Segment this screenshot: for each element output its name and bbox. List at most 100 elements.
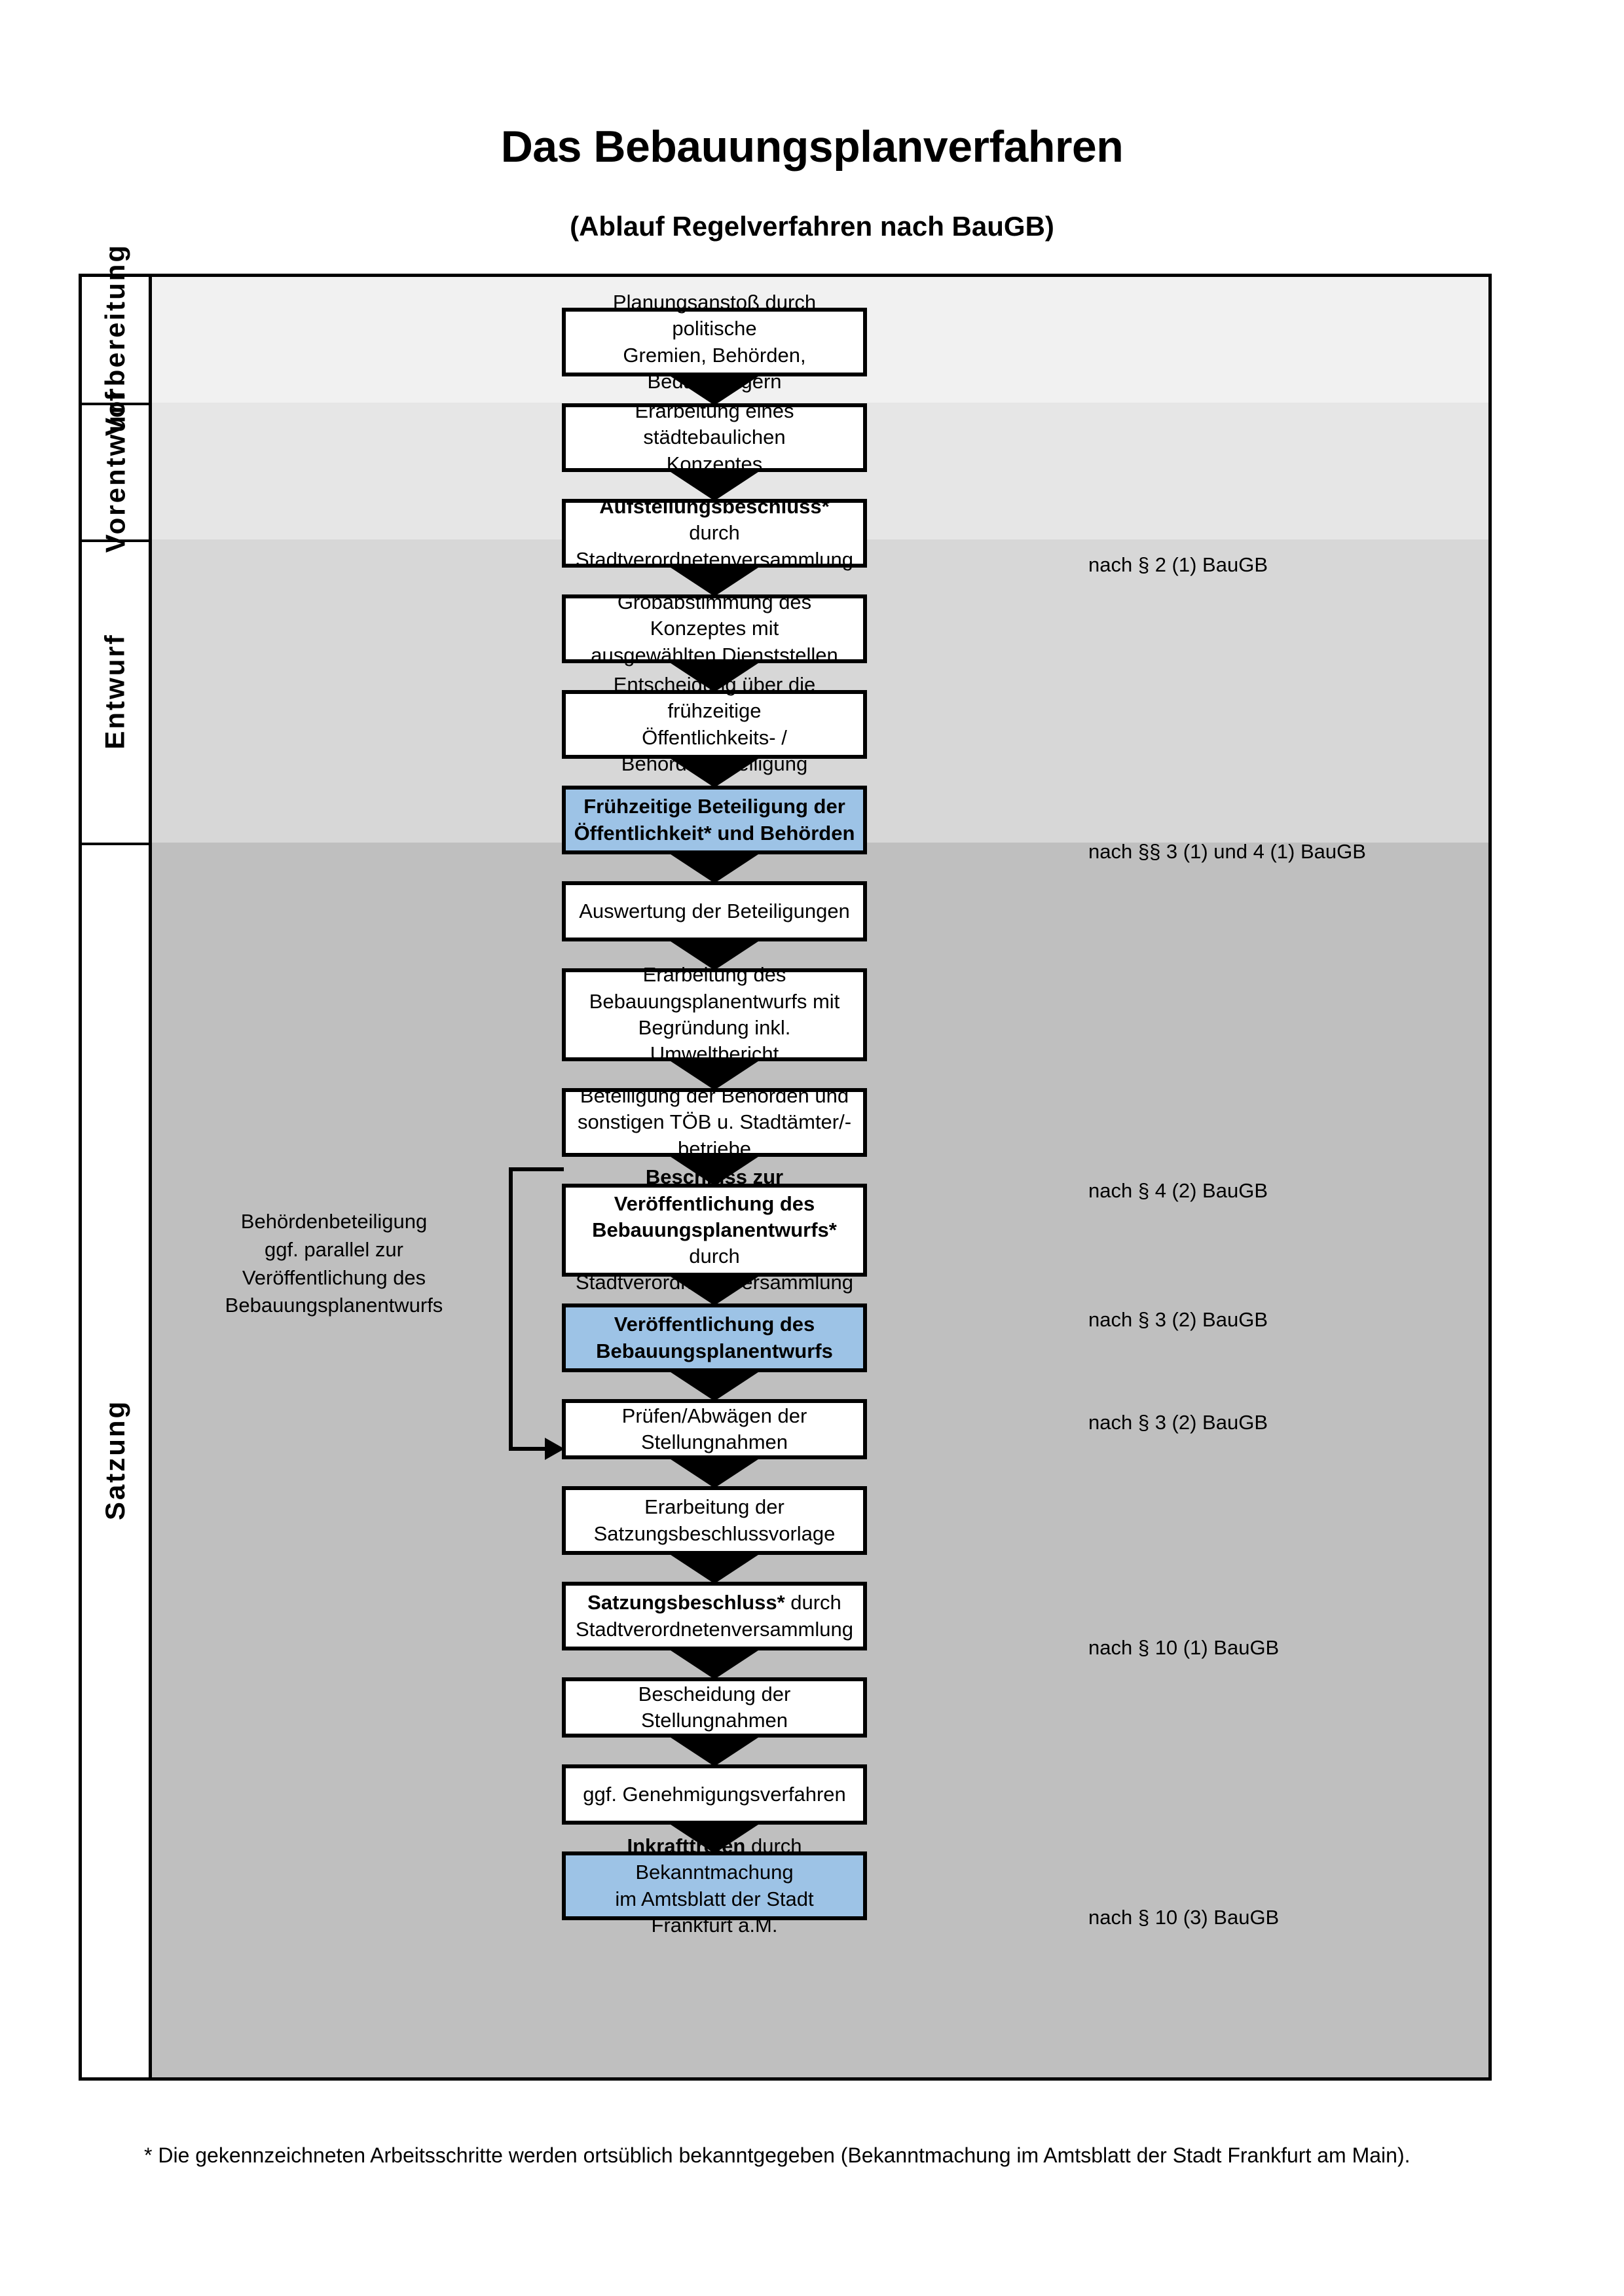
step-line: Auswertung der Beteiligungen: [579, 899, 850, 922]
step-box-satzungsbeschlussvorlage[interactable]: Erarbeitung der Satzungsbeschlussvorlage: [562, 1486, 867, 1555]
step-box-auswertung-beteiligungen[interactable]: Auswertung der Beteiligungen: [562, 881, 867, 941]
flow-arrow: [665, 1368, 764, 1401]
step-line: Bescheidung der Stellungnahmen: [638, 1682, 791, 1732]
label-column-divider: [149, 277, 152, 2077]
step-line-bold: Satzungsbeschluss*: [587, 1591, 785, 1614]
annotation-par-3-2-b: nach § 3 (2) BauGB: [1088, 1411, 1268, 1434]
step-line-bold: Inkrafttreten: [627, 1834, 746, 1857]
step-line: Bebauungsplanentwurfs mit: [589, 989, 840, 1013]
branch-line-vertical: [509, 1167, 513, 1451]
step-line: ausgewählten Dienststellen: [591, 643, 838, 666]
step-line-bold: Bebauungsplanentwurfs: [596, 1339, 833, 1362]
annotation-par-2-1: nach § 2 (1) BauGB: [1088, 553, 1268, 576]
step-line: Stadtverordnetenversammlung: [576, 1271, 853, 1294]
flow-arrow: [665, 659, 764, 692]
step-line-bold: Beschluss zur Veröffentlichung des: [614, 1165, 815, 1215]
step-line-bold: Aufstellungsbeschluss*: [599, 495, 830, 519]
step-line: durch: [689, 521, 740, 545]
step-box-beschluss-veroeffentlichung[interactable]: Beschluss zur Veröffentlichung des Bebau…: [562, 1165, 867, 1294]
page-subtitle: (Ablauf Regelverfahren nach BauGB): [570, 211, 1054, 242]
step-box-pruefen-abwaegen[interactable]: Prüfen/Abwägen der Stellungnahmen: [562, 1399, 867, 1459]
annotation-par-3-1-4-1: nach §§ 3 (1) und 4 (1) BauGB: [1088, 840, 1366, 863]
flow-arrow: [665, 938, 764, 970]
step-line: Stadtverordnetenversammlung: [576, 1617, 853, 1641]
page-title: Das Bebauungsplanverfahren: [500, 122, 1124, 172]
annotation-par-10-3: nach § 10 (3) BauGB: [1088, 1906, 1280, 1929]
sidenote-behoerdenbeteiligung: Behördenbeteiligung ggf. parallel zur Ve…: [196, 1208, 471, 1320]
step-line: Erarbeitung des: [642, 963, 786, 987]
footnote: * Die gekennzeichneten Arbeitsschritte w…: [144, 2143, 1411, 2167]
step-line-bold: Öffentlichkeit* und Behörden: [574, 821, 855, 845]
step-line: Begründung inkl. Umweltbericht: [638, 1016, 791, 1066]
flowchart-frame: Vorbereitung Vorentwurf Entwurf Satzung: [79, 244, 1492, 2081]
sidenote-line: Bebauungsplanentwurfs: [225, 1294, 443, 1317]
step-box-veroeffentlichung-bebauungsplanentwurf[interactable]: Veröffentlichung des Bebauungsplanentwur…: [562, 1303, 867, 1372]
branch-line-top: [509, 1167, 564, 1171]
flow-arrow: [665, 1057, 764, 1090]
step-line-bold: Veröffentlichung des: [614, 1313, 815, 1336]
step-line: Planungsanstoß durch politische: [612, 290, 817, 340]
step-line: durch: [689, 1245, 740, 1268]
sidenote-line: Veröffentlichung des: [242, 1266, 426, 1289]
section-label-satzung: Satzung: [82, 843, 149, 2077]
step-line: im Amtsblatt der Stadt Frankfurt a.M.: [615, 1887, 814, 1937]
step-line: Prüfen/Abwägen der Stellungnahmen: [621, 1404, 807, 1453]
step-line: Grobabstimmung des Konzeptes mit: [617, 591, 812, 640]
step-box-aufstellungsbeschluss[interactable]: Aufstellungsbeschluss* durch Stadtverord…: [562, 495, 867, 571]
flow-arrow: [665, 1551, 764, 1584]
step-line: ggf. Genehmigungsverfahren: [583, 1782, 846, 1806]
flow-arrow: [665, 1821, 764, 1853]
step-box-inkrafttreten[interactable]: Inkrafttreten durch Bekanntmachung im Am…: [562, 1834, 867, 1937]
section-separator-2: [82, 539, 149, 542]
section-label-text: Vorentwurf: [100, 390, 130, 553]
flow-arrow: [665, 1153, 764, 1186]
step-line: Öffentlichkeits- / Behördenbeteiligung: [621, 725, 808, 775]
step-line-bold: Frühzeitige Beteiligung der: [583, 795, 845, 818]
sidenote-line: ggf. parallel zur: [265, 1237, 403, 1261]
flow-arrow: [665, 1455, 764, 1488]
step-line: Satzungsbeschlussvorlage: [593, 1522, 836, 1545]
step-line: Konzeptes: [666, 452, 763, 475]
step-line: Erarbeitung der: [644, 1495, 784, 1519]
step-line: Entscheidung über die frühzeitige: [613, 672, 816, 723]
annotation-par-4-2: nach § 4 (2) BauGB: [1088, 1179, 1268, 1202]
step-box-genehmigungsverfahren[interactable]: ggf. Genehmigungsverfahren: [562, 1764, 867, 1825]
flow-arrow: [665, 1734, 764, 1766]
section-separator-3: [82, 843, 149, 845]
flow-arrow: [665, 850, 764, 883]
section-label-text: Satzung: [100, 1399, 131, 1521]
section-label-vorentwurf: Vorentwurf: [82, 390, 149, 553]
flow-arrow: [665, 468, 764, 501]
step-box-grobabstimmung[interactable]: Grobabstimmung des Konzeptes mit ausgewä…: [562, 591, 867, 666]
step-line: sonstigen TÖB u. Stadtämter/-betriebe: [577, 1110, 852, 1160]
sidenote-line: Behördenbeteiligung: [240, 1210, 428, 1233]
step-box-planungsanstoss[interactable]: Planungsanstoß durch politische Gremien,…: [562, 291, 867, 393]
step-box-satzungsbeschluss[interactable]: Satzungsbeschluss* durch Stadtverordnete…: [562, 1582, 867, 1650]
flow-arrow: [665, 1273, 764, 1305]
step-line: Gremien, Behörden, Bedarfsträgern: [623, 343, 806, 393]
step-line: durch Bekanntmachung: [635, 1834, 802, 1884]
flow-arrow: [665, 373, 764, 405]
step-line: Beteiligung der Behörden und: [580, 1084, 849, 1108]
annotation-par-10-1: nach § 10 (1) BauGB: [1088, 1636, 1280, 1659]
section-label-entwurf: Entwurf: [82, 539, 149, 843]
step-box-staedtebauliches-konzept[interactable]: Erarbeitung eines städtebaulichen Konzep…: [562, 399, 867, 475]
step-box-entscheidung-fruehzeitige-beteiligung[interactable]: Entscheidung über die frühzeitige Öffent…: [562, 673, 867, 775]
branch-line-bottom: [509, 1447, 548, 1451]
step-box-erarbeitung-bebauungsplanentwurf[interactable]: Erarbeitung des Bebauungsplanentwurfs mi…: [562, 963, 867, 1065]
step-box-bescheidung-stellungnahmen[interactable]: Bescheidung der Stellungnahmen: [562, 1677, 867, 1738]
step-line-bold: Bebauungsplanentwurfs*: [592, 1218, 837, 1241]
flow-arrow: [665, 1647, 764, 1679]
section-separator-1: [82, 403, 149, 405]
step-line: durch: [784, 1591, 841, 1614]
flow-arrow: [665, 755, 764, 788]
step-line: Stadtverordnetenversammlung: [576, 547, 853, 571]
step-line: Erarbeitung eines städtebaulichen: [635, 399, 794, 449]
section-label-vorbereitung: Vorbereitung: [82, 244, 149, 436]
section-label-text: Entwurf: [100, 632, 130, 750]
step-box-fruehzeitige-beteiligung[interactable]: Frühzeitige Beteiligung der Öffentlichke…: [562, 786, 867, 854]
branch-arrowhead-icon: [545, 1438, 564, 1460]
step-box-beteiligung-behoerden-toeb[interactable]: Beteiligung der Behörden und sonstigen T…: [562, 1084, 867, 1160]
flow-arrow: [665, 564, 764, 596]
